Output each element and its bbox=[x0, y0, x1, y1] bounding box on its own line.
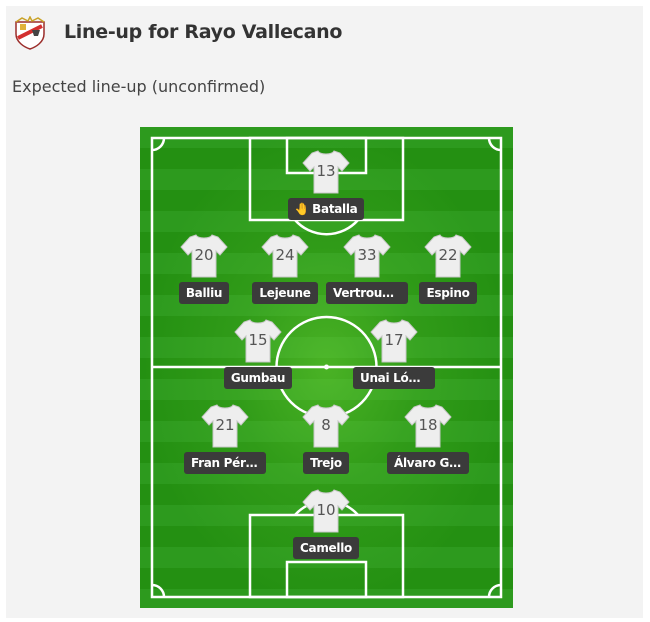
shirt-icon: 8 bbox=[302, 403, 350, 449]
shirt-icon: 18 bbox=[404, 403, 452, 449]
shirt-icon: 21 bbox=[201, 403, 249, 449]
player-defender[interactable]: 33 Vertrouwd bbox=[322, 233, 412, 309]
player-goalkeeper[interactable]: 13 🤚 Batalla bbox=[281, 149, 371, 220]
player-name: Unai López bbox=[353, 367, 435, 389]
shirt-number: 10 bbox=[316, 501, 336, 519]
shirt-number: 21 bbox=[215, 416, 235, 434]
shirt-number: 15 bbox=[248, 331, 268, 349]
player-name: 🤚 Batalla bbox=[287, 198, 365, 220]
shirt-icon: 13 bbox=[302, 149, 350, 195]
page-title: Line-up for Rayo Vallecano bbox=[64, 21, 343, 43]
player-name: Camello bbox=[293, 537, 359, 559]
player-name: Lejeune bbox=[252, 282, 318, 304]
shirt-number: 18 bbox=[418, 416, 438, 434]
shirt-number: 20 bbox=[194, 246, 214, 264]
shirt-icon: 20 bbox=[180, 233, 228, 279]
player-defender[interactable]: 22 Espino bbox=[403, 233, 493, 309]
goalkeeper-glove-icon: 🤚 bbox=[294, 202, 310, 216]
player-name: Álvaro Ga... bbox=[387, 452, 469, 474]
player-forward[interactable]: 18 Álvaro Ga... bbox=[383, 403, 473, 479]
shirt-number: 33 bbox=[357, 246, 377, 264]
team-header bbox=[12, 16, 48, 50]
player-name: Balliu bbox=[178, 282, 230, 304]
player-midfielder[interactable]: 17 Unai López bbox=[349, 318, 439, 394]
player-name: Espino bbox=[419, 282, 477, 304]
shirt-number: 8 bbox=[321, 416, 331, 434]
player-forward[interactable]: 8 Trejo bbox=[281, 403, 371, 479]
player-striker[interactable]: 10 Camello bbox=[281, 488, 371, 564]
shirt-number: 13 bbox=[316, 162, 336, 180]
player-defender[interactable]: 20 Balliu bbox=[159, 233, 249, 309]
shirt-icon: 17 bbox=[370, 318, 418, 364]
player-name: Trejo bbox=[303, 452, 349, 474]
shirt-number: 22 bbox=[438, 246, 458, 264]
shirt-number: 24 bbox=[275, 246, 295, 264]
shirt-icon: 15 bbox=[234, 318, 282, 364]
player-name: Gumbau bbox=[223, 367, 293, 389]
player-forward[interactable]: 21 Fran Pérez bbox=[180, 403, 270, 479]
player-defender[interactable]: 24 Lejeune bbox=[240, 233, 330, 309]
lineup-status: Expected line-up (unconfirmed) bbox=[12, 77, 266, 96]
shirt-icon: 33 bbox=[343, 233, 391, 279]
player-name: Fran Pérez bbox=[184, 452, 266, 474]
shirt-icon: 10 bbox=[302, 488, 350, 534]
shirt-icon: 22 bbox=[424, 233, 472, 279]
player-midfielder[interactable]: 15 Gumbau bbox=[213, 318, 303, 394]
rayo-vallecano-crest-icon bbox=[15, 16, 45, 50]
shirt-number: 17 bbox=[384, 331, 404, 349]
player-name: Vertrouwd bbox=[326, 282, 408, 304]
shirt-icon: 24 bbox=[261, 233, 309, 279]
